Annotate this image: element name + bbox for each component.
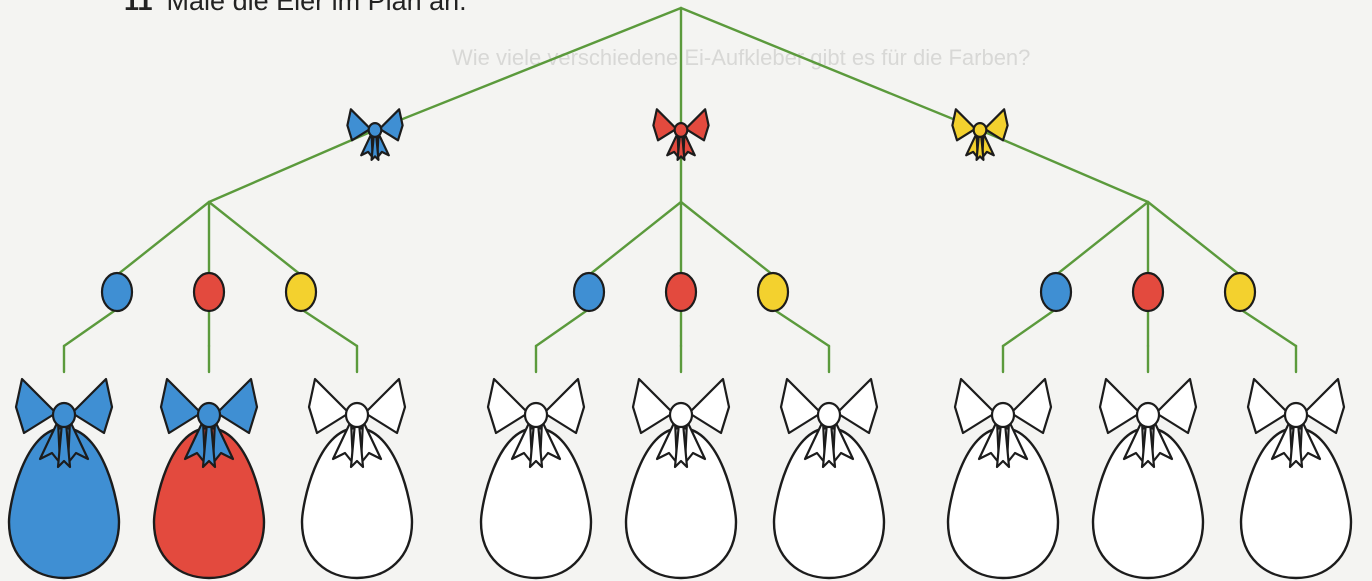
large-egg-uncolored: [1241, 379, 1351, 578]
junction-to-small-egg-line: [681, 202, 773, 275]
small-to-large-egg-line: [1240, 309, 1296, 346]
group-bow-icon-blue: [347, 109, 402, 160]
small-egg-red: [1133, 273, 1163, 311]
large-egg-colored: [154, 379, 264, 578]
bow-to-junction-line: [980, 130, 1148, 202]
small-egg-red: [666, 273, 696, 311]
small-to-large-egg-line: [536, 309, 589, 346]
large-egg-colored: [9, 379, 119, 578]
junction-to-small-egg-line: [1148, 202, 1240, 275]
small-egg-blue: [1041, 273, 1071, 311]
root-branch-line: [681, 8, 980, 130]
junction-to-small-egg-line: [117, 202, 209, 275]
large-egg-uncolored: [948, 379, 1058, 578]
junction-to-small-egg-line: [1056, 202, 1148, 275]
small-egg-blue: [102, 273, 132, 311]
small-to-large-egg-line: [1003, 309, 1056, 346]
junction-to-small-egg-line: [209, 202, 301, 275]
small-egg-red: [194, 273, 224, 311]
large-egg-uncolored: [1093, 379, 1203, 578]
small-egg-yellow: [1225, 273, 1255, 311]
large-egg-uncolored: [302, 379, 412, 578]
root-branch-line: [375, 8, 681, 130]
small-egg-yellow: [758, 273, 788, 311]
group-bow-icon-yellow: [952, 109, 1007, 160]
large-egg-uncolored: [626, 379, 736, 578]
small-to-large-egg-line: [301, 309, 357, 346]
small-egg-yellow: [286, 273, 316, 311]
large-egg-uncolored: [774, 379, 884, 578]
junction-to-small-egg-line: [589, 202, 681, 275]
large-egg-uncolored: [481, 379, 591, 578]
small-egg-blue: [574, 273, 604, 311]
bow-to-junction-line: [209, 130, 375, 202]
tree-branch-lines: [64, 8, 1296, 372]
small-to-large-egg-line: [773, 309, 829, 346]
small-to-large-egg-line: [64, 309, 117, 346]
